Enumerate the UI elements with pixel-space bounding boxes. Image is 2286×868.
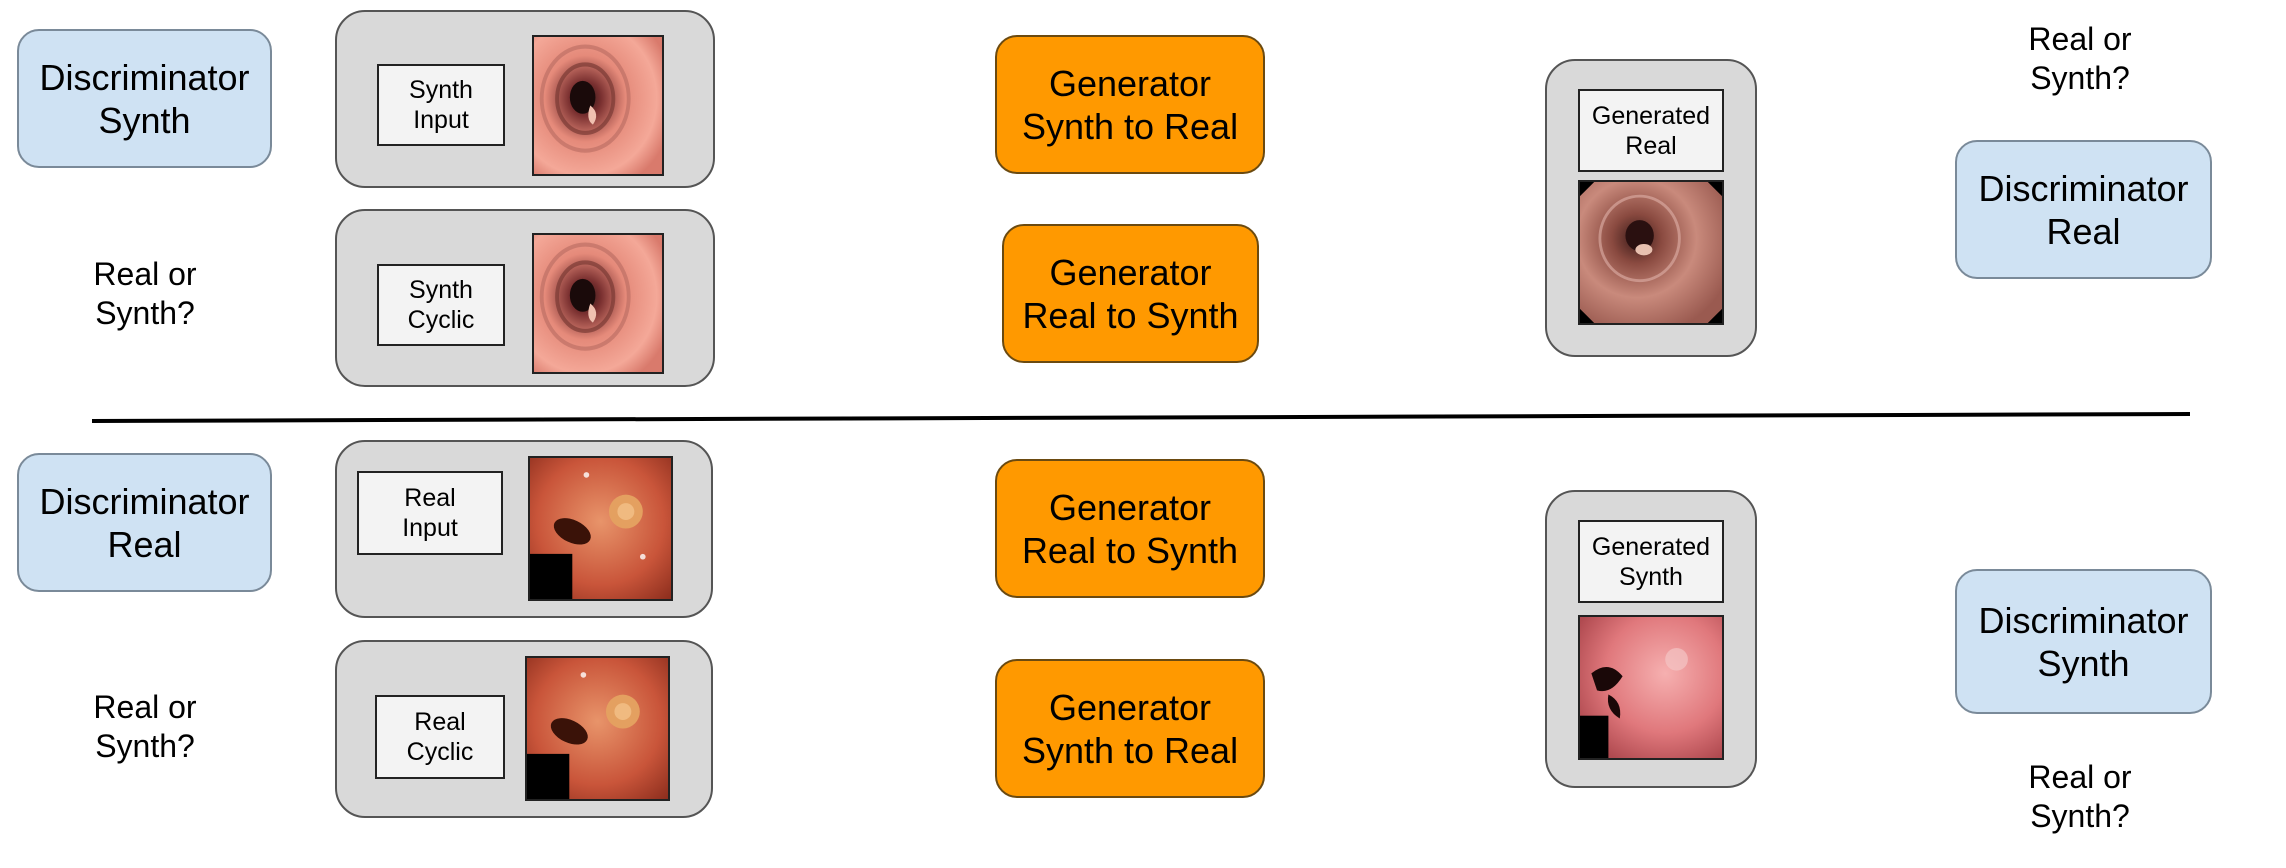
generated-real-image (1578, 180, 1724, 325)
discriminator-real-top: Discriminator Real (1955, 140, 2212, 279)
real-or-synth-question-top-left: Real or Synth? (93, 256, 197, 331)
discriminator-synth-bottom: Discriminator Synth (1955, 569, 2212, 714)
real-input-image (528, 456, 673, 601)
section-divider (91, 412, 2191, 423)
generator-real-to-synth-bottom: Generator Real to Synth (995, 459, 1265, 598)
synth-input-label: Synth Input (377, 64, 505, 146)
generator-synth-to-real-bottom: Generator Synth to Real (995, 659, 1265, 798)
synth-cyclic-label: Synth Cyclic (377, 264, 505, 346)
real-or-synth-question-bottom-right: Real or Synth? (2028, 759, 2132, 834)
generated-real-label: Generated Real (1578, 89, 1724, 172)
synth-input-image (532, 35, 664, 176)
generator-real-to-synth-top: Generator Real to Synth (1002, 224, 1259, 363)
generated-synth-image (1578, 615, 1724, 760)
real-cyclic-label: Real Cyclic (375, 695, 505, 779)
real-input-label: Real Input (357, 471, 503, 555)
real-or-synth-question-bottom-left: Real or Synth? (93, 689, 197, 764)
real-or-synth-question-top-right: Real or Synth? (2028, 21, 2132, 96)
generator-synth-to-real-top: Generator Synth to Real (995, 35, 1265, 174)
discriminator-real-bottom: Discriminator Real (17, 453, 272, 592)
real-cyclic-image (525, 656, 670, 801)
generated-synth-label: Generated Synth (1578, 520, 1724, 603)
discriminator-synth-top: Discriminator Synth (17, 29, 272, 168)
synth-cyclic-image (532, 233, 664, 374)
